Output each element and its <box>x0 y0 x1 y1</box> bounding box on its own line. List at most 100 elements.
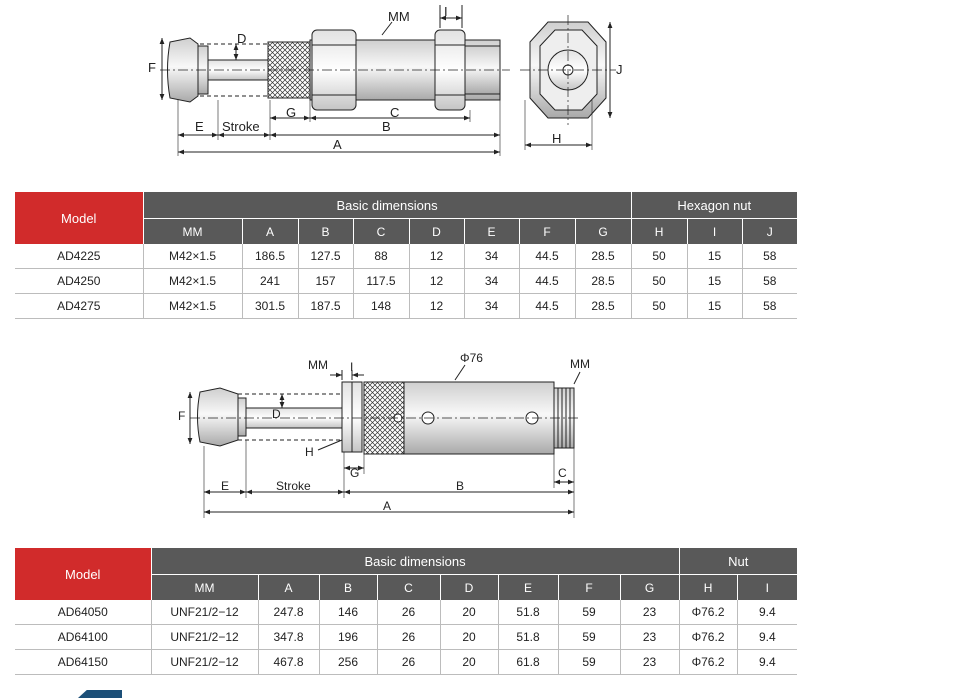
table-cell: UNF21/2−12 <box>150 649 258 675</box>
label-f: F <box>148 60 156 75</box>
column-header: I <box>736 574 798 600</box>
table-cell: M42×1.5 <box>142 268 242 294</box>
column-header: A <box>257 574 319 600</box>
table-cell: 117.5 <box>352 268 409 294</box>
table-cell: 26 <box>376 600 440 625</box>
column-header: A <box>241 218 298 244</box>
column-header: I <box>686 218 743 244</box>
table-cell: 34 <box>463 244 519 269</box>
spec-table-ad64: Model Basic dimensions Nut MM A B C D E … <box>15 548 798 675</box>
table-cell: 9.4 <box>736 600 798 625</box>
hexagon-nut-header: Hexagon nut <box>630 192 798 219</box>
table-cell: 61.8 <box>497 649 558 675</box>
label2-b: B <box>456 479 464 493</box>
table-cell: 58 <box>741 293 798 319</box>
table-cell: 196 <box>318 624 377 650</box>
label-mm: MM <box>388 9 410 24</box>
label-c: C <box>390 105 399 120</box>
table-cell: 26 <box>376 649 440 675</box>
label2-mm-left: MM <box>308 358 328 372</box>
table-cell: 187.5 <box>297 293 353 319</box>
table-cell: 301.5 <box>241 293 298 319</box>
table-cell: AD4250 <box>15 268 143 294</box>
table-cell: Φ76.2 <box>678 624 738 650</box>
table-cell: AD4225 <box>15 244 143 269</box>
column-header: G <box>574 218 632 244</box>
table-cell: 9.4 <box>736 649 798 675</box>
table-cell: Φ76.2 <box>678 600 738 625</box>
column-header: B <box>297 218 353 244</box>
column-header: D <box>439 574 498 600</box>
label2-stroke: Stroke <box>276 479 311 493</box>
nut-header: Nut <box>678 548 798 575</box>
table-row: AD4250 M42×1.5 241 157 117.5 12 34 44.5 … <box>15 268 798 294</box>
table-cell: UNF21/2−12 <box>150 624 258 650</box>
column-header: G <box>619 574 680 600</box>
table-cell: 12 <box>408 244 464 269</box>
label2-phi76: Φ76 <box>460 351 483 365</box>
label-a: A <box>333 137 342 152</box>
table-cell: 51.8 <box>497 600 558 625</box>
table-cell: AD64100 <box>15 624 151 650</box>
label-e: E <box>195 119 204 134</box>
table-cell: AD64150 <box>15 649 151 675</box>
label2-a: A <box>383 499 391 513</box>
table-cell: 58 <box>741 244 798 269</box>
table-cell: 467.8 <box>257 649 319 675</box>
column-header: F <box>518 218 575 244</box>
table-cell: 34 <box>463 293 519 319</box>
table-cell: 59 <box>557 624 620 650</box>
label-d: D <box>237 31 246 46</box>
table-cell: 20 <box>439 624 498 650</box>
table-cell: AD64050 <box>15 600 151 625</box>
table-cell: 15 <box>686 268 743 294</box>
table-cell: 58 <box>741 268 798 294</box>
column-header: H <box>678 574 738 600</box>
label-b: B <box>382 119 391 134</box>
table-cell: 20 <box>439 600 498 625</box>
column-header: MM <box>142 218 242 244</box>
label2-f: F <box>178 409 185 423</box>
label2-d: D <box>272 407 281 421</box>
column-header: E <box>463 218 519 244</box>
table-cell: 12 <box>408 293 464 319</box>
label-j: J <box>616 62 623 77</box>
table-cell: 34 <box>463 268 519 294</box>
table-cell: 59 <box>557 600 620 625</box>
table-cell: 256 <box>318 649 377 675</box>
label-stroke: Stroke <box>222 119 260 134</box>
decorative-corner-shape <box>78 690 122 698</box>
table-cell: 28.5 <box>574 244 632 269</box>
table-cell: 23 <box>619 624 680 650</box>
table-cell: 241 <box>241 268 298 294</box>
table-cell: UNF21/2−12 <box>150 600 258 625</box>
column-header: F <box>557 574 620 600</box>
label-h: H <box>552 131 561 146</box>
column-header: D <box>408 218 464 244</box>
table-cell: 44.5 <box>518 293 575 319</box>
table-cell: Φ76.2 <box>678 649 738 675</box>
table-cell: 15 <box>686 293 743 319</box>
table-cell: 44.5 <box>518 244 575 269</box>
table-cell: 50 <box>630 244 688 269</box>
table-cell: 44.5 <box>518 268 575 294</box>
table-cell: 23 <box>619 600 680 625</box>
table-cell: 28.5 <box>574 293 632 319</box>
shock-absorber-drawing-2 <box>187 364 581 518</box>
label-i: I <box>444 4 448 19</box>
table-cell: 146 <box>318 600 377 625</box>
table-cell: 127.5 <box>297 244 353 269</box>
spec-table-ad42: Model Basic dimensions Hexagon nut MM A … <box>15 192 798 319</box>
table-cell: M42×1.5 <box>142 293 242 319</box>
shock-absorber-drawing-1 <box>159 5 616 156</box>
table-cell: 50 <box>630 268 688 294</box>
label2-h: H <box>305 445 314 459</box>
label-g: G <box>286 105 296 120</box>
table-cell: 26 <box>376 624 440 650</box>
table-cell: 20 <box>439 649 498 675</box>
table-cell: 28.5 <box>574 268 632 294</box>
column-header: B <box>318 574 377 600</box>
table-cell: 247.8 <box>257 600 319 625</box>
table-cell: 157 <box>297 268 353 294</box>
table-cell: 9.4 <box>736 624 798 650</box>
